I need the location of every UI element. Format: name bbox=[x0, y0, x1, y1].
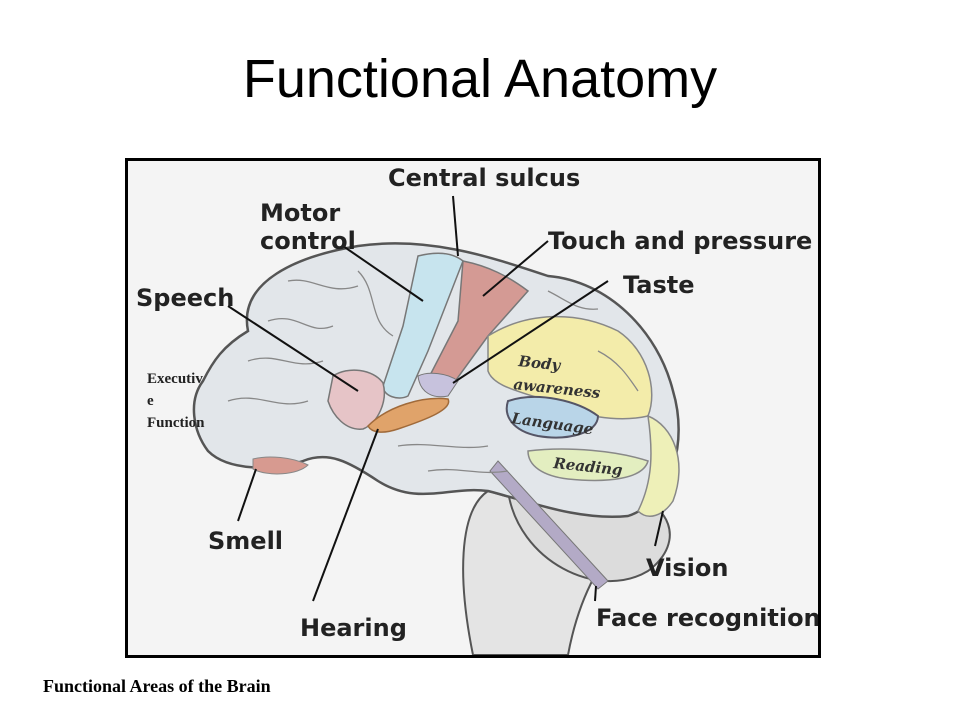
label-motor-control-line2: control bbox=[260, 227, 356, 255]
label-smell: Smell bbox=[208, 527, 283, 555]
leader-lines bbox=[227, 195, 664, 602]
taste-region bbox=[417, 372, 459, 398]
label-body-awareness-line1: Body bbox=[517, 352, 563, 375]
label-hearing: Hearing bbox=[300, 614, 407, 642]
label-speech: Speech bbox=[136, 284, 234, 312]
brain-diagram: Central sulcus Motor control Touch and p… bbox=[125, 158, 821, 658]
slide-title: Functional Anatomy bbox=[242, 49, 718, 109]
brain-illustration: Central sulcus Motor control Touch and p… bbox=[136, 164, 818, 655]
smell-region bbox=[252, 456, 309, 475]
face-recognition-pathway bbox=[489, 460, 609, 590]
vision-region bbox=[637, 414, 680, 517]
label-vision: Vision bbox=[646, 554, 728, 582]
label-motor-control-line1: Motor bbox=[260, 199, 340, 227]
label-central-sulcus: Central sulcus bbox=[388, 164, 580, 192]
label-touch-and-pressure: Touch and pressure bbox=[548, 227, 812, 255]
executive-function-line3: Function bbox=[147, 415, 205, 431]
executive-function-line2: e bbox=[147, 393, 154, 409]
speech-region bbox=[327, 369, 385, 430]
label-taste: Taste bbox=[623, 271, 695, 299]
executive-function-line1: Executiv bbox=[147, 371, 203, 387]
label-face-recognition: Face recognition bbox=[596, 604, 818, 632]
figure-caption: Functional Areas of the Brain bbox=[43, 676, 271, 696]
hearing-region bbox=[367, 397, 450, 433]
language-region bbox=[505, 395, 600, 439]
executive-function-label: Executiv e Function bbox=[147, 368, 227, 434]
reading-region bbox=[527, 448, 649, 482]
